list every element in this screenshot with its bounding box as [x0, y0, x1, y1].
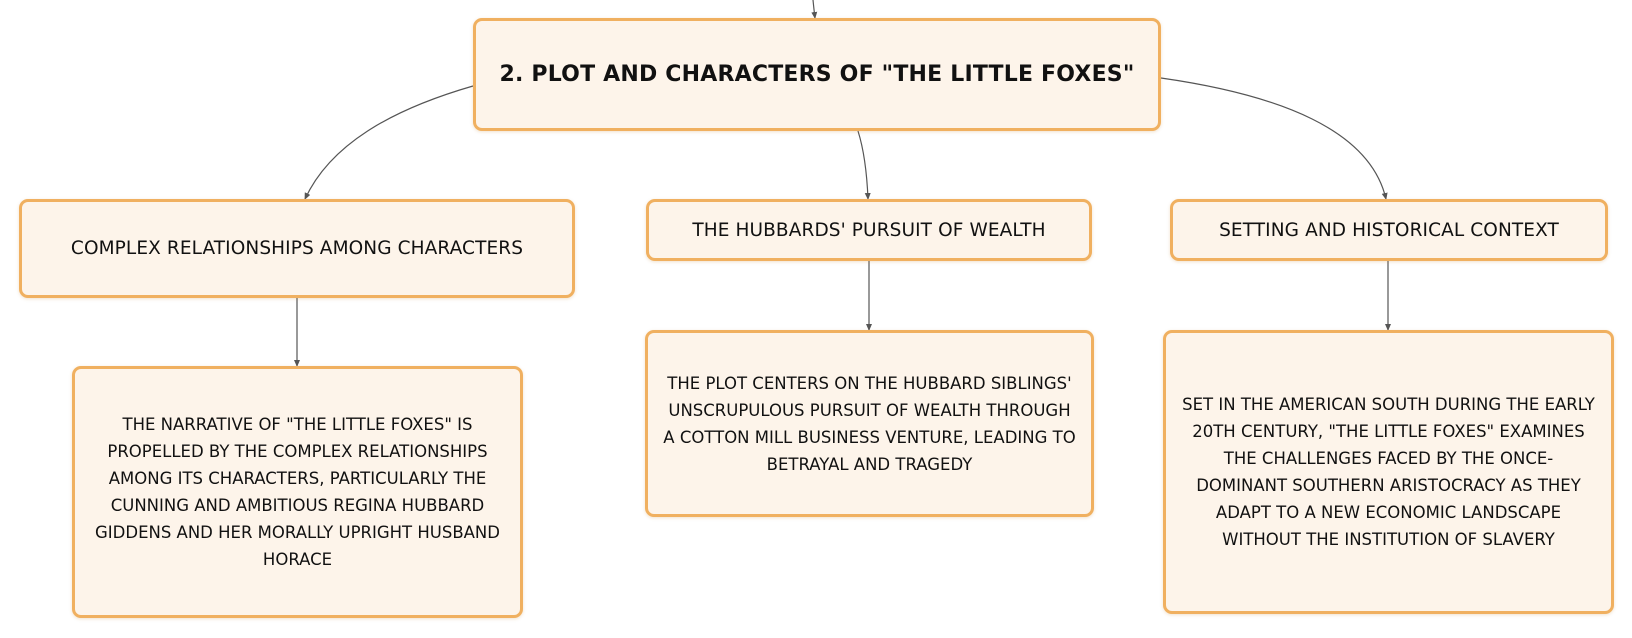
connector-root-to-branch-1: [304, 85, 474, 200]
connector-root-to-branch-2: [857, 130, 871, 200]
branch-node-complex-relationships[interactable]: COMPLEX RELATIONSHIPS AMONG CHARACTERS: [19, 199, 575, 298]
branch-node-label: SETTING AND HISTORICAL CONTEXT: [1219, 219, 1559, 241]
leaf-node-text: THE NARRATIVE OF "THE LITTLE FOXES" IS P…: [95, 415, 500, 569]
root-node[interactable]: 2. PLOT AND CHARACTERS OF "THE LITTLE FO…: [473, 18, 1161, 131]
leaf-node-pursuit-of-wealth[interactable]: THE PLOT CENTERS ON THE HUBBARD SIBLINGS…: [645, 330, 1094, 517]
branch-node-label: COMPLEX RELATIONSHIPS AMONG CHARACTERS: [70, 238, 524, 259]
branch-node-label: THE HUBBARDS' PURSUIT OF WEALTH: [692, 219, 1046, 241]
leaf-node-setting-and-context[interactable]: SET IN THE AMERICAN SOUTH DURING THE EAR…: [1163, 330, 1614, 614]
root-node-label: 2. PLOT AND CHARACTERS OF "THE LITTLE FO…: [499, 62, 1135, 87]
connector-incoming-root: [811, 0, 818, 19]
branch-node-setting-and-context[interactable]: SETTING AND HISTORICAL CONTEXT: [1170, 199, 1608, 261]
branch-node-pursuit-of-wealth[interactable]: THE HUBBARDS' PURSUIT OF WEALTH: [646, 199, 1092, 261]
connector-root-to-branch-3: [1160, 77, 1388, 200]
leaf-node-text: SET IN THE AMERICAN SOUTH DURING THE EAR…: [1182, 395, 1595, 549]
leaf-node-complex-relationships[interactable]: THE NARRATIVE OF "THE LITTLE FOXES" IS P…: [72, 366, 523, 618]
leaf-node-text: THE PLOT CENTERS ON THE HUBBARD SIBLINGS…: [663, 373, 1076, 474]
